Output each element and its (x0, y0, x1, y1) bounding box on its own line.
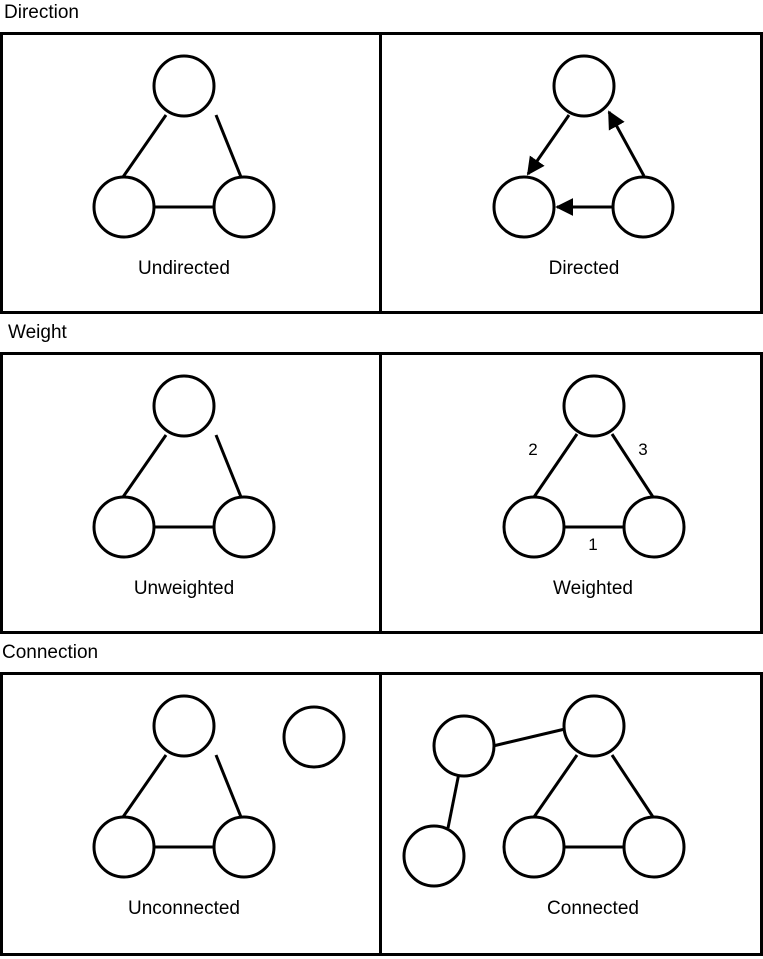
panel-undirected: Undirected (0, 32, 382, 314)
node (152, 54, 216, 118)
node (152, 694, 216, 758)
panel-connected: Connected (379, 672, 763, 956)
node (622, 815, 686, 879)
node (562, 694, 626, 758)
graph-weighted (502, 374, 686, 559)
edge (610, 754, 655, 818)
caption-unweighted: Unweighted (133, 578, 235, 599)
node (622, 495, 686, 559)
edge (532, 433, 579, 498)
panel-weighted: 2 3 1 Weighted (379, 352, 763, 634)
node (212, 495, 276, 559)
weight-label: 3 (638, 440, 648, 459)
weight-label: 1 (588, 535, 598, 554)
caption-connected: Connected (547, 898, 639, 919)
edge (121, 114, 168, 178)
node (562, 374, 626, 438)
node (212, 175, 276, 239)
edge (446, 772, 461, 829)
panel-unconnected: Unconnected (0, 672, 382, 956)
node (92, 495, 156, 559)
section-title-weight: Weight (8, 322, 67, 343)
directed-edge (526, 114, 571, 176)
graph-undirected (92, 54, 276, 239)
panel-unweighted: Unweighted (0, 352, 382, 634)
edge (121, 754, 168, 818)
edge (121, 434, 168, 498)
node (402, 824, 466, 888)
node (92, 815, 156, 879)
caption-undirected: Undirected (138, 258, 230, 279)
weight-label: 2 (528, 440, 538, 459)
edge (214, 434, 243, 498)
caption-unconnected: Unconnected (128, 898, 240, 919)
edge (532, 754, 579, 818)
node (552, 54, 616, 118)
node (611, 175, 675, 239)
isolated-node (282, 705, 346, 769)
directed-edge (607, 110, 646, 177)
caption-directed: Directed (548, 258, 620, 279)
node (92, 175, 156, 239)
section-title-connection: Connection (2, 642, 99, 663)
caption-weighted: Weighted (553, 578, 633, 599)
node (492, 175, 556, 239)
node (152, 374, 216, 438)
node (212, 815, 276, 879)
edge (214, 754, 243, 818)
edge (214, 114, 243, 178)
panel-directed: Directed (379, 32, 763, 314)
graph-unconnected (92, 694, 346, 879)
edge (610, 433, 655, 498)
graph-unweighted (92, 374, 276, 559)
node (502, 495, 566, 559)
node (502, 815, 566, 879)
edge (492, 727, 566, 748)
section-title-direction: Direction (4, 2, 79, 23)
graph-directed (492, 54, 675, 239)
node (432, 714, 496, 778)
graph-connected (402, 694, 686, 888)
